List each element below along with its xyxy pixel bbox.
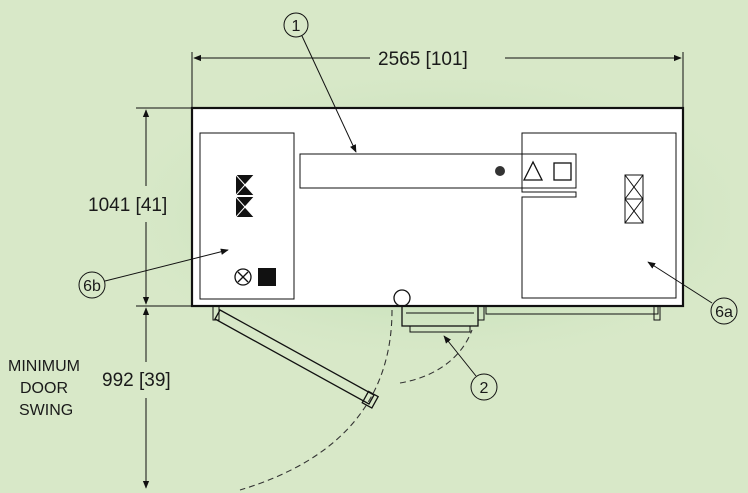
callout-2-label: 2 [480, 380, 489, 397]
left-compartment [199, 132, 295, 300]
callout-2-bubble [470, 373, 498, 401]
caption-line-2: DOOR [20, 380, 68, 397]
callout-6a-bubble [710, 297, 738, 325]
door-swing-dimension-label: 992 [39] [102, 370, 171, 391]
circle-x-icon [234, 268, 252, 286]
caption-line-1: MINIMUM [8, 358, 80, 375]
dot-icon [495, 166, 505, 176]
center-shelf [299, 153, 577, 189]
callout-6a-label: 6a [715, 304, 733, 321]
callout-1-bubble [283, 12, 309, 38]
square-icon [553, 162, 572, 181]
right-compartment [521, 132, 677, 299]
door-swing-arc-inner [399, 329, 473, 384]
outlined-crossed-box-icon [624, 174, 644, 224]
caption-line-3: SWING [19, 402, 73, 419]
callout-6b-bubble [78, 271, 106, 299]
open-door-panel [214, 309, 380, 409]
callout-6a-leader [647, 261, 713, 304]
triangle-icon [522, 160, 544, 181]
filled-square-icon [258, 268, 276, 286]
callout-1-label: 1 [292, 18, 301, 35]
door-swing-arc-outer [239, 309, 393, 491]
callout-6b-leader [104, 248, 229, 282]
depth-dimension-label: 1041 [41] [88, 195, 167, 216]
callout-2-leader [443, 335, 477, 377]
filled-crossed-box-icon [235, 174, 255, 218]
callout-6b-label: 6b [83, 278, 101, 295]
width-dimension-label: 2565 [101] [378, 49, 468, 70]
bottom-rail [477, 305, 661, 321]
callout-1-leader [301, 35, 357, 153]
